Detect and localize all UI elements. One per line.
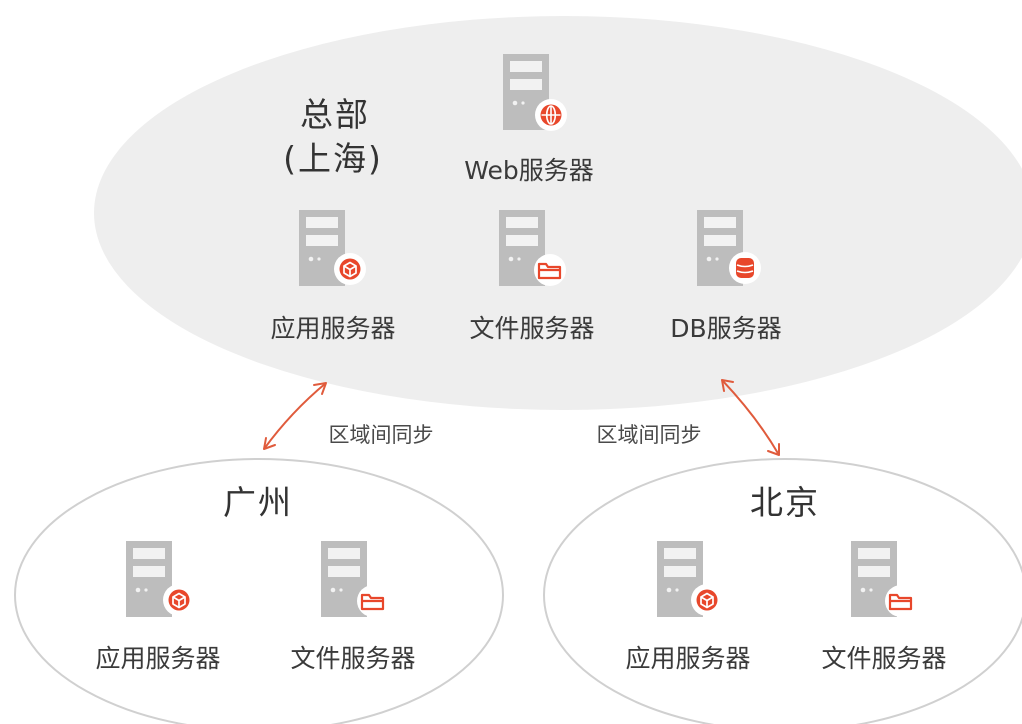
gz-file-server-label: 文件服务器 — [290, 644, 416, 673]
sync-arrow-left — [263, 382, 327, 450]
sync-arrow-right — [721, 379, 780, 456]
globe-icon — [535, 99, 567, 131]
hq-file-server-label: 文件服务器 — [469, 314, 595, 343]
gz-app-server-label: 应用服务器 — [95, 644, 221, 673]
folder-icon — [357, 585, 389, 617]
folder-icon — [534, 254, 566, 286]
cube-icon — [691, 584, 723, 616]
hq-subtitle: (上海) — [283, 139, 383, 178]
hq-db-server-label: DB服务器 — [670, 314, 782, 343]
hq-region — [94, 16, 1022, 410]
cube-icon — [163, 584, 195, 616]
bj-app-server-label: 应用服务器 — [625, 644, 751, 673]
folder-icon — [885, 585, 917, 617]
hq-web-server-label: Web服务器 — [464, 156, 594, 185]
beijing-title: 北京 — [750, 483, 820, 522]
cube-icon — [334, 253, 366, 285]
guangzhou-region — [14, 458, 504, 724]
hq-title: 总部 — [300, 95, 370, 134]
sync-label-right: 区域间同步 — [596, 423, 702, 447]
beijing-region — [543, 458, 1022, 724]
sync-label-left: 区域间同步 — [328, 423, 434, 447]
database-icon — [729, 252, 761, 284]
bj-file-server-label: 文件服务器 — [821, 644, 947, 673]
hq-app-server-label: 应用服务器 — [270, 314, 396, 343]
guangzhou-title: 广州 — [223, 483, 293, 522]
